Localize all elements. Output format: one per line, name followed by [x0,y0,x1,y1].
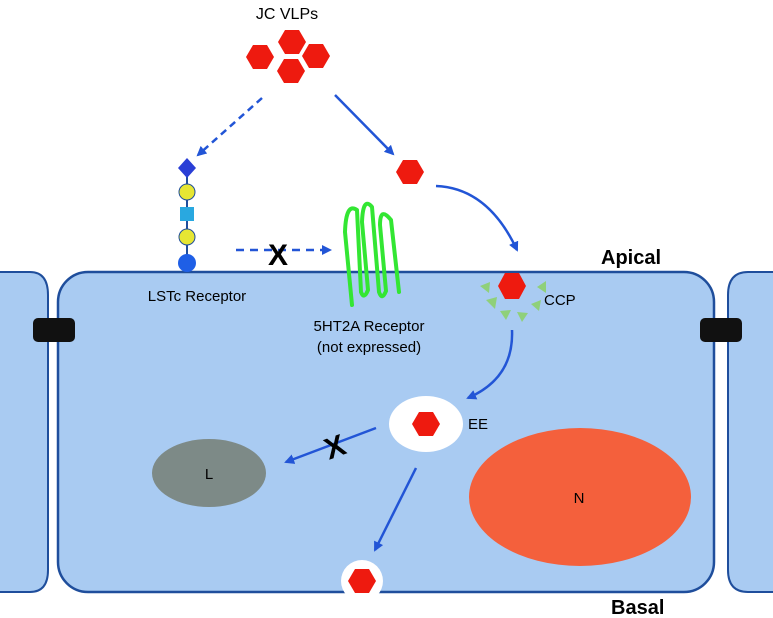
glycan-yellow-circle [178,183,196,201]
jc-vlps-label: JC VLPs [256,6,318,23]
lysosome-label: L [205,466,213,483]
5ht2a-receptor-label-line2: (not expressed) [317,339,421,356]
ccp-virion [498,273,526,299]
nucleus-label: N [574,490,585,507]
glycan-cyan-square [180,207,194,221]
lysosome [152,439,266,507]
basal-label: Basal [611,597,664,618]
glycan-blue-circle [178,254,196,272]
clathrin-coated-pit [480,273,546,322]
5ht2a-receptor [343,201,401,307]
glycan-yellow-circle [178,228,196,246]
basal-virion [348,569,376,593]
tight-junction-right [700,318,742,342]
jc-vlp-cluster [246,30,330,83]
glycan-diamond [178,158,196,178]
arrow-ee-to-basal [373,467,418,552]
right-neighbor-cell [727,271,773,593]
clathrin-triskelion [537,281,546,293]
ee-virion [412,412,440,436]
clathrin-triskelion [480,282,490,293]
ee-label: EE [468,416,488,433]
clathrin-triskelion [486,297,497,309]
tight-junction-left [33,318,75,342]
free-virion [396,160,424,184]
arrow-ee-to-lysosome-blocked [284,426,377,464]
5ht2a-receptor-label-line1: 5HT2A Receptor [314,318,425,335]
ccp-label: CCP [544,292,576,309]
block-mark-5ht2a: X [268,239,288,272]
vlp-hexagon [302,44,330,68]
lstc-receptor [178,158,196,272]
nucleus [469,428,691,566]
lstc-receptor-label: LSTc Receptor [148,288,246,305]
apical-label: Apical [601,247,661,269]
arrow-vlp-to-free-virion [334,94,395,156]
arrow-ccp-to-ee [466,329,514,400]
vlp-hexagon [278,30,306,54]
arrow-vlp-to-lstc [196,97,263,157]
clathrin-triskelion [517,312,528,322]
vlp-hexagon [277,59,305,83]
clathrin-triskelion [500,310,511,320]
left-neighbor-cell [0,271,49,593]
arrow-virion-to-ccp [435,184,519,252]
clathrin-triskelion [531,300,541,311]
vlp-hexagon [246,45,274,69]
